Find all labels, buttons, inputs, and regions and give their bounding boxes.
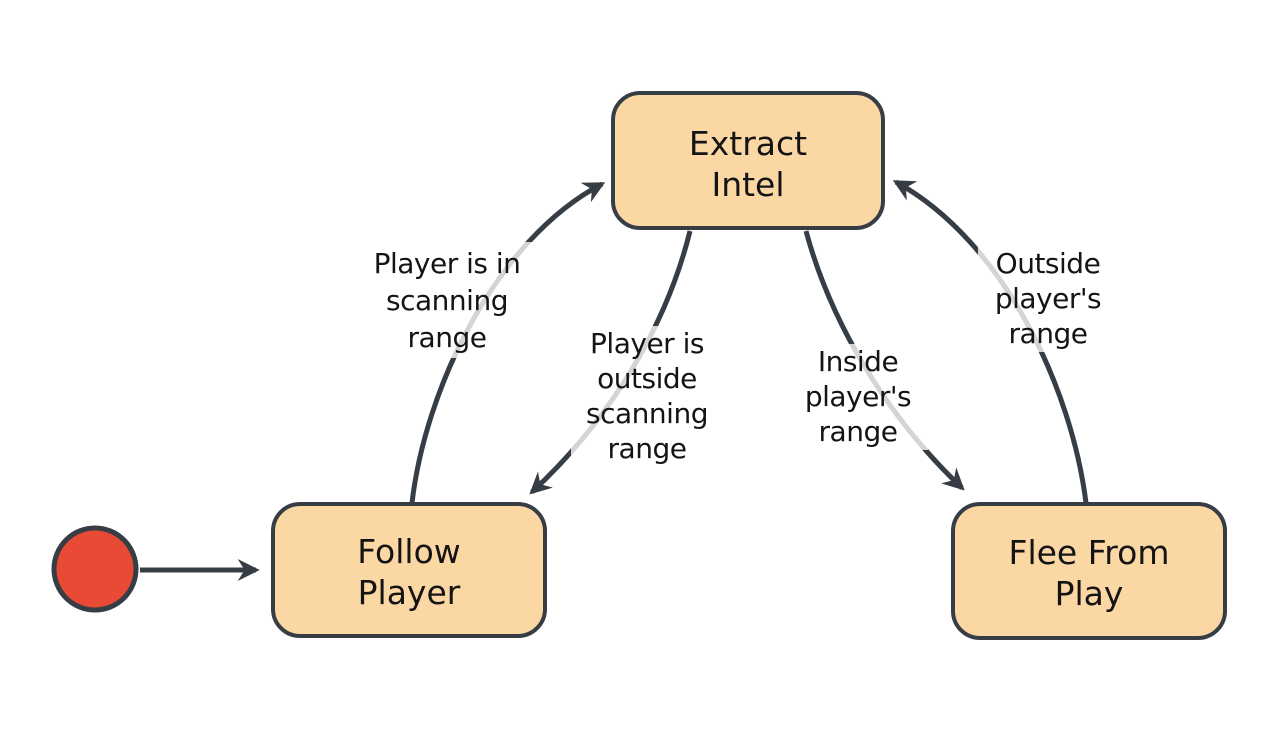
state-box <box>951 502 1227 640</box>
edge-label-line: outside <box>597 362 697 395</box>
edge-label-background <box>571 326 723 468</box>
state-label-line: Extract <box>689 124 807 163</box>
state-label-line: Flee From <box>1008 533 1169 572</box>
edge-label-background <box>788 344 928 450</box>
state-box <box>271 502 547 638</box>
edge-label-player-outside-scanning-range: Player is outside scanning range <box>571 326 723 468</box>
state-node-extract-intel: Extract Intel <box>611 91 885 230</box>
edge-label-outside-players-range: Outside player's range <box>978 246 1118 352</box>
edge-label-background <box>350 242 544 358</box>
state-label-line: Player <box>358 573 461 612</box>
edge-label-player-in-scanning-range: Player is in scanning range <box>350 242 544 358</box>
edge-label-line: Inside <box>818 345 898 378</box>
edge-label-line: range <box>608 432 687 465</box>
edge-label-line: Player is in <box>374 247 521 280</box>
state-label-line: Follow <box>357 532 461 571</box>
edge-label-background <box>978 246 1118 352</box>
edge-label-line: scanning <box>386 284 508 317</box>
state-label-line: Play <box>1055 574 1124 613</box>
edge-label-line: scanning <box>586 397 708 430</box>
state-label-line: Intel <box>711 165 784 204</box>
edge-label-inside-players-range: Inside player's range <box>788 344 928 450</box>
edge-label-line: player's <box>995 282 1101 315</box>
edge-label-line: Outside <box>996 247 1101 280</box>
edge-label-line: range <box>408 321 487 354</box>
edge-label-line: range <box>819 415 898 448</box>
state-box <box>611 91 885 230</box>
initial-state-marker <box>51 525 139 613</box>
state-node-follow-player: Follow Player <box>271 502 547 638</box>
edge-label-line: player's <box>805 380 911 413</box>
edge-label-line: Player is <box>590 327 704 360</box>
edge-label-line: range <box>1009 317 1088 350</box>
state-node-flee-from-play: Flee From Play <box>951 502 1227 640</box>
